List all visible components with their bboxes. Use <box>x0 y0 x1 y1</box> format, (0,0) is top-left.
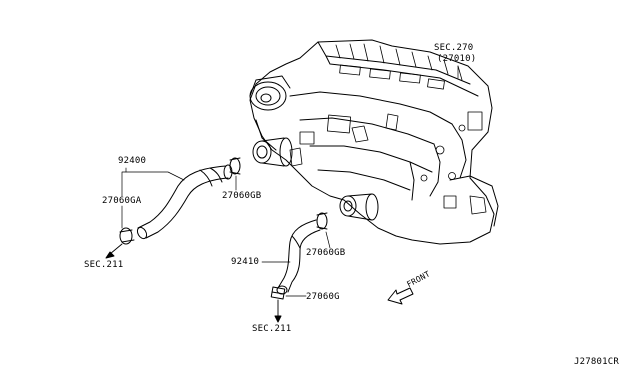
part-27060G-label[interactable]: 27060G <box>306 292 340 302</box>
sec270-label[interactable]: SEC.270 <box>434 43 474 53</box>
clamp-27060GB-lower <box>316 212 328 230</box>
part-27060GB-upper-label[interactable]: 27060GB <box>222 191 262 201</box>
part-92400-label[interactable]: 92400 <box>118 156 147 166</box>
sec211-bottom-label[interactable]: SEC.211 <box>252 324 292 334</box>
clamp-27060GA <box>119 227 135 245</box>
part-27060GA-label[interactable]: 27060GA <box>102 196 142 206</box>
hose-92410 <box>276 219 321 295</box>
sec211-bottom-arrow <box>274 299 282 323</box>
heater-pipe-upper <box>252 137 293 167</box>
hose-92400 <box>136 164 233 240</box>
sec270-part-label: (27010) <box>437 54 477 64</box>
part-92410-label[interactable]: 92410 <box>231 257 260 267</box>
sec211-left-arrow <box>105 243 123 259</box>
part-27060GB-lower-label[interactable]: 27060GB <box>306 248 346 258</box>
diagram-code: J27801CR <box>574 357 619 367</box>
sec211-left-label[interactable]: SEC.211 <box>84 260 124 270</box>
clamp-27060G <box>270 286 286 300</box>
front-arrow <box>387 287 414 305</box>
heater-unit <box>249 39 499 245</box>
clamp-27060GB-upper <box>229 157 241 175</box>
heater-pipe-lower <box>339 193 379 221</box>
leader-lines <box>121 65 459 297</box>
